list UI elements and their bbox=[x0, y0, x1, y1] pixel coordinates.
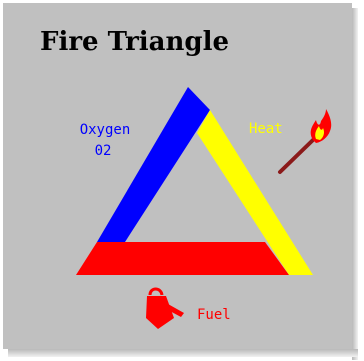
diagram-panel: Fire Triangle bbox=[3, 3, 352, 349]
oxygen-side bbox=[97, 87, 210, 242]
gas-can-icon bbox=[146, 287, 184, 329]
heat-side bbox=[197, 110, 313, 275]
fuel-label: Fuel bbox=[197, 307, 231, 323]
match-flame-icon bbox=[278, 109, 332, 174]
oxygen-label: Oxygen bbox=[80, 122, 131, 138]
heat-label: Heat bbox=[249, 121, 283, 137]
diagram-title: Fire Triangle bbox=[40, 27, 230, 57]
panel-shadow-right bbox=[352, 8, 358, 360]
oxygen-formula: 02 bbox=[95, 143, 112, 159]
panel-shadow-bottom bbox=[8, 349, 358, 357]
fuel-side bbox=[76, 242, 289, 275]
